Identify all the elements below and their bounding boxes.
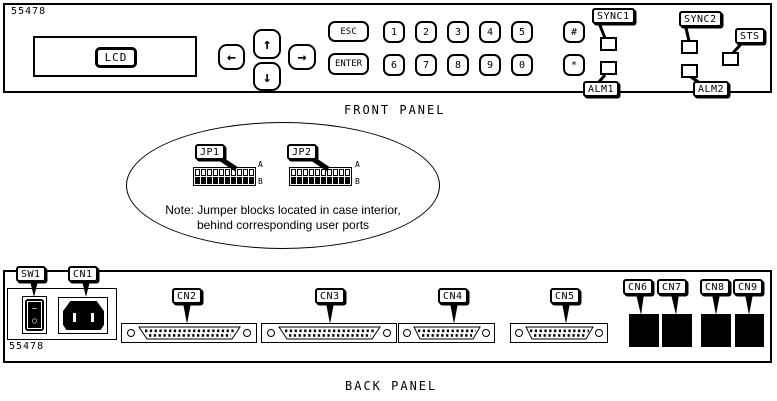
left-arrow-icon: ←: [226, 48, 237, 66]
cn5-label: CN5: [550, 288, 580, 304]
jp1-label: JP1: [195, 144, 225, 160]
inlet-pin-left: [73, 313, 76, 322]
jp2-label: JP2: [287, 144, 317, 160]
cn2-label: CN2: [172, 288, 202, 304]
rocker-on-mark: −: [32, 304, 37, 313]
dsub-shell: [413, 326, 481, 340]
dsub-shell: [138, 326, 241, 340]
right-arrow-key: →: [288, 44, 316, 70]
sw1-label: SW1: [16, 266, 46, 282]
lcd-label: LCD: [95, 47, 137, 68]
cn8-label: CN8: [700, 279, 730, 295]
jp2-pin-row-a: [291, 169, 350, 176]
screw-hole-right: [243, 329, 251, 337]
front-panel-caption: FRONT PANEL: [344, 103, 446, 117]
part-number-front: 55478: [11, 6, 47, 17]
screw-hole-left: [127, 329, 135, 337]
power-inlet-socket: [63, 301, 104, 330]
down-arrow-key: ↓: [253, 62, 281, 91]
rocker-off-mark: ○: [32, 316, 37, 325]
keypad-key-7: 7: [415, 54, 437, 76]
sync2-led: [681, 40, 698, 54]
screw-hole-left: [267, 329, 275, 337]
screw-hole-left: [403, 329, 411, 337]
db25-connector-icon: [515, 326, 603, 340]
up-arrow-icon: ↑: [262, 35, 272, 53]
down-arrow-icon: ↓: [262, 67, 272, 86]
cn7-label: CN7: [657, 279, 687, 295]
part-number-back: 55478: [9, 341, 45, 352]
cn8-port: [701, 314, 731, 347]
sync1-label: SYNC1: [592, 8, 635, 24]
sync1-led: [600, 37, 617, 51]
keypad-key-9: 9: [479, 54, 501, 76]
db37-connector-icon: [267, 326, 391, 340]
power-switch: − ○: [22, 296, 47, 334]
cn4-label: CN4: [438, 288, 468, 304]
alm1-led: [600, 61, 617, 75]
keypad-key-0: 0: [511, 54, 533, 76]
right-arrow-icon: →: [297, 48, 307, 66]
esc-key: ESC: [328, 21, 369, 42]
cn2-connector: [121, 323, 257, 343]
jp2-jumper-block: [289, 167, 352, 186]
cn6-label: CN6: [623, 279, 653, 295]
cn7-port: [662, 314, 692, 347]
power-rocker-face: − ○: [27, 301, 42, 329]
cn1-label: CN1: [68, 266, 98, 282]
back-panel-caption: BACK PANEL: [345, 379, 438, 393]
jp1-jumper-block: [193, 167, 256, 186]
keypad-key-1: 1: [383, 21, 405, 43]
jp1-pin-row-a: [195, 169, 254, 176]
screw-hole-right: [383, 329, 391, 337]
keypad-key-4: 4: [479, 21, 501, 43]
keypad-key-6: 6: [383, 54, 405, 76]
cn5-connector: [510, 323, 608, 343]
keypad-key-star: *: [563, 54, 585, 76]
cn3-connector: [261, 323, 397, 343]
keypad-key-8: 8: [447, 54, 469, 76]
jp1-row-a-label: A: [258, 160, 263, 169]
up-arrow-key: ↑: [253, 29, 281, 59]
jp2-row-b-label: B: [355, 177, 360, 186]
power-inlet: [58, 297, 108, 334]
keypad-key-5: 5: [511, 21, 533, 43]
cn3-label: CN3: [315, 288, 345, 304]
power-rocker: − ○: [25, 299, 44, 331]
left-arrow-key: ←: [218, 44, 245, 70]
alm1-label: ALM1: [583, 81, 620, 97]
enter-key: ENTER: [328, 53, 369, 75]
db37-connector-icon: [127, 326, 251, 340]
screw-hole-right: [482, 329, 490, 337]
db25-connector-icon: [403, 326, 490, 340]
jumper-note-line1: Note: Jumper blocks located in case inte…: [165, 203, 401, 217]
cn4-connector: [398, 323, 495, 343]
dsub-shell: [278, 326, 381, 340]
cn9-port: [735, 314, 764, 347]
jp2-pin-row-b: [291, 177, 350, 184]
keypad-key-2: 2: [415, 21, 437, 43]
jp1-pin-row-b: [195, 177, 254, 184]
jp2-row-a-label: A: [355, 160, 360, 169]
sts-label: STS: [735, 28, 765, 44]
keypad-key-hash: #: [563, 21, 585, 43]
dsub-shell: [525, 326, 594, 340]
screw-hole-left: [515, 329, 523, 337]
jp1-row-b-label: B: [258, 177, 263, 186]
jumper-callout-ellipse: [126, 122, 440, 249]
sts-led: [722, 52, 739, 66]
jumper-note-line2: behind corresponding user ports: [196, 218, 370, 232]
sync2-label: SYNC2: [679, 11, 722, 27]
cn9-label: CN9: [733, 279, 763, 295]
screw-hole-right: [595, 329, 603, 337]
keypad-key-3: 3: [447, 21, 469, 43]
alm2-led: [681, 64, 698, 78]
cn6-port: [629, 314, 659, 347]
alm2-label: ALM2: [693, 81, 730, 97]
inlet-pin-right: [91, 313, 94, 322]
